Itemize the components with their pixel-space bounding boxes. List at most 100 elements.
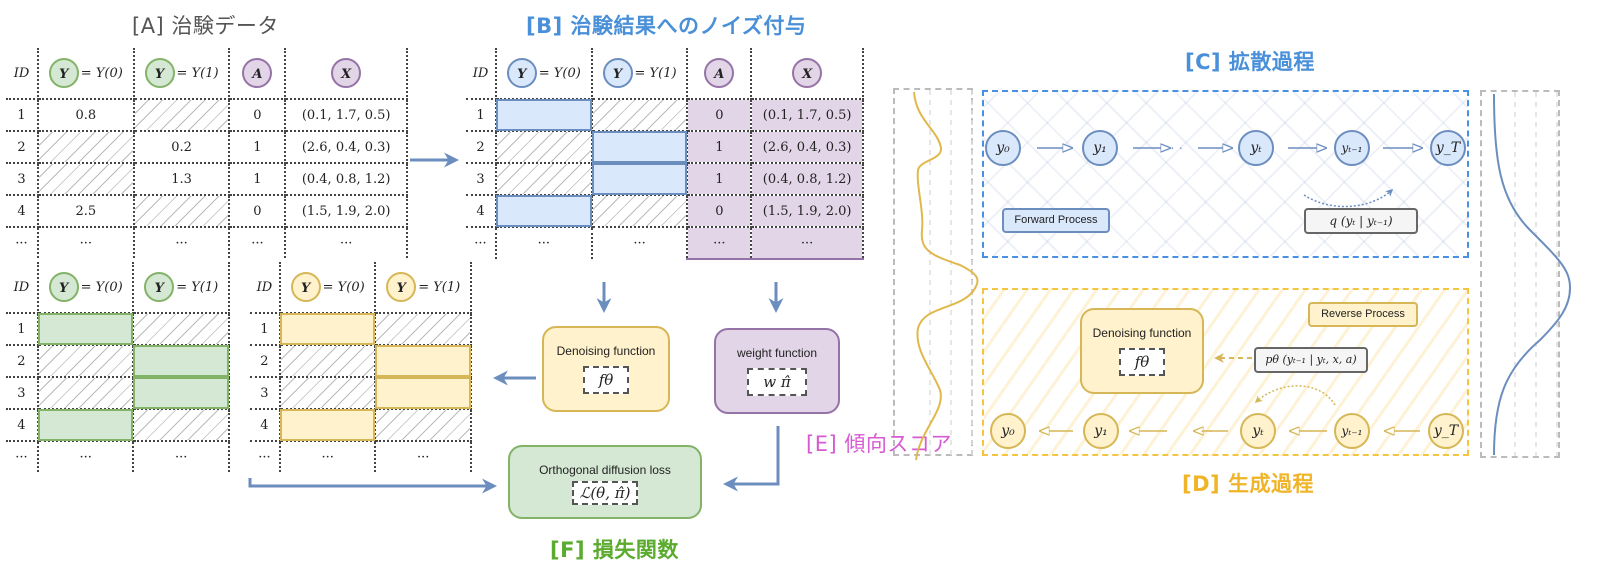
weight-function-label: weight function <box>736 346 818 360</box>
y-node-icon: Y <box>506 58 537 88</box>
section-title-d: [D] 生成過程 <box>1182 472 1314 496</box>
table-row: ··· ··· ··· ··· ··· <box>466 227 864 260</box>
header-y0-eq: = Y(0) <box>322 279 365 295</box>
cell-y1-missing <box>133 99 231 132</box>
reverse-formula: pθ (yₜ₋₁ | yₜ, x, a) <box>1254 347 1368 373</box>
cell-y0-fill <box>279 409 377 442</box>
cell-id: 4 <box>250 409 281 442</box>
cell-a: 1 <box>687 163 753 196</box>
noise-distribution-curve <box>1493 93 1572 456</box>
cell-id: 1 <box>250 313 281 346</box>
cell-y0: ··· <box>37 227 135 258</box>
table-header-row: ID Y= Y(0) Y= Y(1) <box>6 262 230 314</box>
table-yellow: ID Y= Y(0) Y= Y(1) 1 2 3 4 ········· <box>250 262 472 472</box>
reverse-denoising-label: Denoising function <box>1092 326 1192 340</box>
cell-x: ··· <box>285 227 408 258</box>
cell-y1-fill <box>133 345 230 378</box>
forward-node-yT: y_T <box>1430 130 1466 166</box>
section-title-a: [A] 治験データ <box>132 14 279 38</box>
table-row: 2 <box>6 345 230 378</box>
header-y0: Y= Y(0) <box>37 48 135 100</box>
reverse-node-yT: y_T <box>1428 413 1464 449</box>
cell-a: 1 <box>687 131 753 164</box>
cell-y0-fill <box>37 313 135 346</box>
reverse-node-yt: yₜ <box>1240 413 1276 449</box>
y-node-icon: Y <box>48 272 79 302</box>
y-node-icon: Y <box>386 272 417 302</box>
header-a: A <box>229 48 287 100</box>
cell-id: ··· <box>6 441 39 472</box>
cell-id: 2 <box>6 345 39 378</box>
cell-y1-noised <box>591 163 689 196</box>
header-y1: Y= Y(1) <box>591 48 689 100</box>
forward-ellipsis: · · <box>1170 139 1183 155</box>
cell-y1: ··· <box>133 227 231 258</box>
cell-a: 0 <box>687 99 753 132</box>
cell-x: ··· <box>751 227 864 260</box>
header-id: ID <box>250 262 281 314</box>
table-row: 1 <box>6 313 230 346</box>
distribution-curves <box>913 90 1572 461</box>
reverse-denoising-formula: fθ <box>1118 348 1166 376</box>
cell-a: ··· <box>687 227 753 260</box>
arrow-weight-to-loss <box>723 426 780 492</box>
cell-x: (1.5, 1.9, 2.0) <box>751 195 864 228</box>
forward-node-y0: y₀ <box>985 130 1021 166</box>
table-row: 2 <box>250 345 472 378</box>
cell-x: (0.1, 1.7, 0.5) <box>751 99 864 132</box>
cell-y1: ··· <box>591 227 689 259</box>
weight-formula: w π̂ <box>747 368 807 396</box>
reverse-node-y1: y₁ <box>1083 413 1119 449</box>
cell-y1: 0.2 <box>133 131 231 164</box>
table-row: 3 1.3 1 (0.4, 0.8, 1.2) <box>6 163 408 196</box>
cell-y1-missing <box>133 313 230 346</box>
y-node-icon: Y <box>602 58 633 88</box>
cell-y1-missing <box>133 409 230 442</box>
table-row: 2 1 (2.6, 0.4, 0.3) <box>466 131 864 164</box>
table-row: ··· ··· ··· ··· ··· <box>6 227 408 258</box>
cell-y1-noised <box>591 131 689 164</box>
cell-id: 1 <box>466 99 497 132</box>
cell-id: 2 <box>6 131 39 164</box>
cell-id: ··· <box>6 227 39 258</box>
cell-id: 1 <box>6 313 39 346</box>
header-x: X <box>751 48 864 100</box>
cell-x: (0.4, 0.8, 1.2) <box>285 163 408 196</box>
cell-y1: ··· <box>133 441 230 472</box>
cell-y0: ··· <box>495 227 593 259</box>
header-y0: Y= Y(0) <box>37 262 135 314</box>
cell-y1: 1.3 <box>133 163 231 196</box>
reverse-node-yt-1: yₜ₋₁ <box>1334 413 1370 449</box>
cell-id: 3 <box>250 377 281 410</box>
cell-y1-missing <box>375 313 472 346</box>
forward-curve-arrow <box>1303 188 1394 208</box>
cell-y1: ··· <box>375 441 472 472</box>
cell-y1-fill <box>375 345 472 378</box>
reverse-ellipsis: · · <box>1200 422 1213 438</box>
cell-id: 2 <box>250 345 281 378</box>
cell-a: 1 <box>229 131 287 164</box>
cell-y0-missing <box>495 163 593 196</box>
table-header-row: ID Y= Y(0) Y= Y(1) A X <box>466 48 864 100</box>
loss-formula: ℒ(θ, π̂) <box>571 481 639 505</box>
cell-y0-missing <box>37 131 135 164</box>
loss-label: Orthogonal diffusion loss <box>539 463 671 477</box>
flow-arrows <box>248 152 784 494</box>
cell-y0-noised <box>495 99 593 132</box>
y-node-icon: Y <box>290 272 321 302</box>
cell-x: (2.6, 0.4, 0.3) <box>285 131 408 164</box>
header-y0-eq: = Y(0) <box>538 65 581 81</box>
a-node-icon: A <box>704 58 735 88</box>
forward-node-yt: yₜ <box>1238 130 1274 166</box>
cell-y0-missing <box>37 345 135 378</box>
cell-y0-fill <box>37 409 135 442</box>
header-id: ID <box>6 262 39 314</box>
header-y0-eq: = Y(0) <box>80 65 123 81</box>
header-y1-eq: = Y(1) <box>634 65 677 81</box>
table-noised-data: ID Y= Y(0) Y= Y(1) A X 1 0 (0.1, 1.7, 0.… <box>466 48 864 260</box>
cell-id: ··· <box>466 227 497 259</box>
cell-id: 4 <box>6 409 39 442</box>
arrow-tables-to-loss <box>248 478 497 494</box>
table-row: 3 <box>250 377 472 410</box>
cell-y1-fill <box>133 377 230 410</box>
